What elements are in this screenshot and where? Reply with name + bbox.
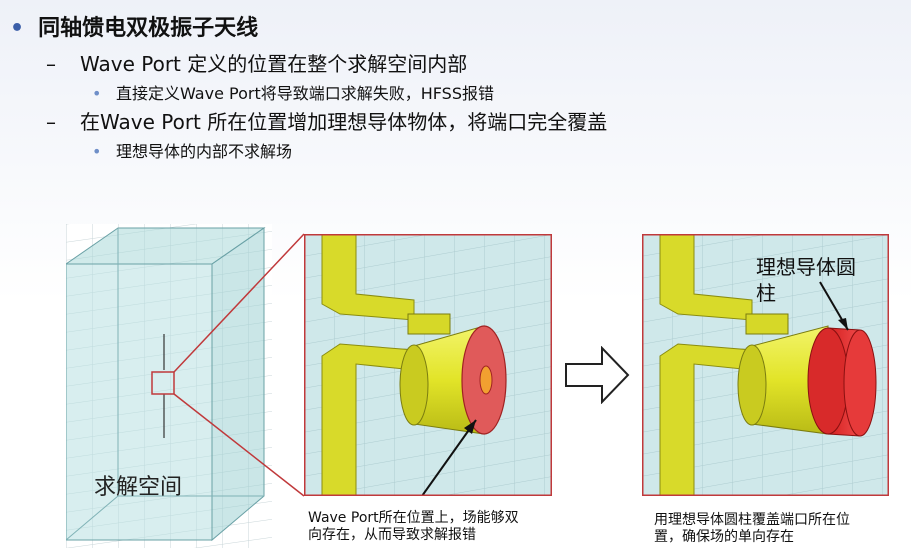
- caption-right: 用理想导体圆柱覆盖端口所在位 置，确保场的单向存在: [654, 512, 850, 546]
- coax-cylinder-back: [737, 344, 767, 426]
- port-pointer-head: [464, 420, 476, 434]
- zoom-region-box: [151, 371, 175, 395]
- caption-right-line1: 用理想导体圆柱覆盖端口所在位: [654, 512, 850, 528]
- solve-space-label: 求解空间: [94, 475, 182, 500]
- pec-label-line1: 理想导体圆: [756, 255, 856, 279]
- feed-pin: [745, 313, 789, 335]
- pec-pointer-head: [838, 318, 848, 330]
- bullet-item2-sub-text: 理想导体的内部不求解场: [116, 142, 293, 161]
- bullet-item2: –在Wave Port 所在位置增加理想导体物体，将端口完全覆盖: [46, 106, 607, 135]
- caption-left: Wave Port所在位置上，场能够双 向存在，从而导致求解报错: [308, 510, 519, 544]
- box-hidden-edge: [66, 495, 119, 541]
- coax-cylinder-back: [399, 344, 429, 426]
- solve-space-view: 求解空间: [66, 224, 272, 548]
- bullet-dash: –: [46, 110, 56, 134]
- bullet-level1-text: 同轴馈电双极振子天线: [38, 16, 259, 41]
- zoom-frame: [304, 234, 552, 496]
- transition-arrow-icon: [565, 346, 630, 404]
- dipole-arm-lower: [321, 343, 415, 496]
- caption-left-line1: Wave Port所在位置上，场能够双: [308, 510, 519, 526]
- bullet-dot: •: [10, 16, 25, 41]
- port-pointer-line: [421, 419, 477, 496]
- box-front-face: [66, 263, 213, 541]
- dipole-arm-lower: [659, 343, 753, 496]
- wave-port-inner: [479, 365, 493, 395]
- caption-right-line2: 置，确保场的单向存在: [654, 529, 794, 545]
- pec-cylinder-face: [807, 327, 849, 435]
- zoom-connector-bottom: [173, 393, 305, 497]
- bullet-level1: • 同轴馈电双极振子天线: [10, 10, 258, 42]
- feed-pin: [407, 313, 451, 335]
- bullet-dash: –: [46, 52, 56, 76]
- bullet-dot: •: [92, 142, 102, 161]
- bullet-item1-sub: • 直接定义Wave Port将导致端口求解失败，HFSS报错: [92, 80, 494, 104]
- pec-frame: [642, 234, 889, 496]
- bullet-item1: –Wave Port 定义的位置在整个求解空间内部: [46, 48, 467, 77]
- wave-port-zoom-view: [304, 234, 552, 496]
- bullet-item1-sub-text: 直接定义Wave Port将导致端口求解失败，HFSS报错: [116, 84, 494, 103]
- bullet-dot: •: [92, 84, 102, 103]
- dipole-arm-upper: [659, 234, 753, 321]
- dipole-arm-upper: [321, 234, 415, 321]
- zoom-connector-top: [173, 233, 305, 373]
- pec-label-line2: 柱: [756, 281, 776, 305]
- bullet-item1-text: Wave Port 定义的位置在整个求解空间内部: [80, 52, 468, 76]
- pec-cylinder-end: [843, 329, 877, 437]
- bullet-item2-text: 在Wave Port 所在位置增加理想导体物体，将端口完全覆盖: [80, 110, 608, 134]
- caption-left-line2: 向存在，从而导致求解报错: [308, 527, 476, 543]
- pec-covered-view: 理想导体圆 柱: [642, 234, 889, 496]
- bullet-item2-sub: • 理想导体的内部不求解场: [92, 138, 292, 162]
